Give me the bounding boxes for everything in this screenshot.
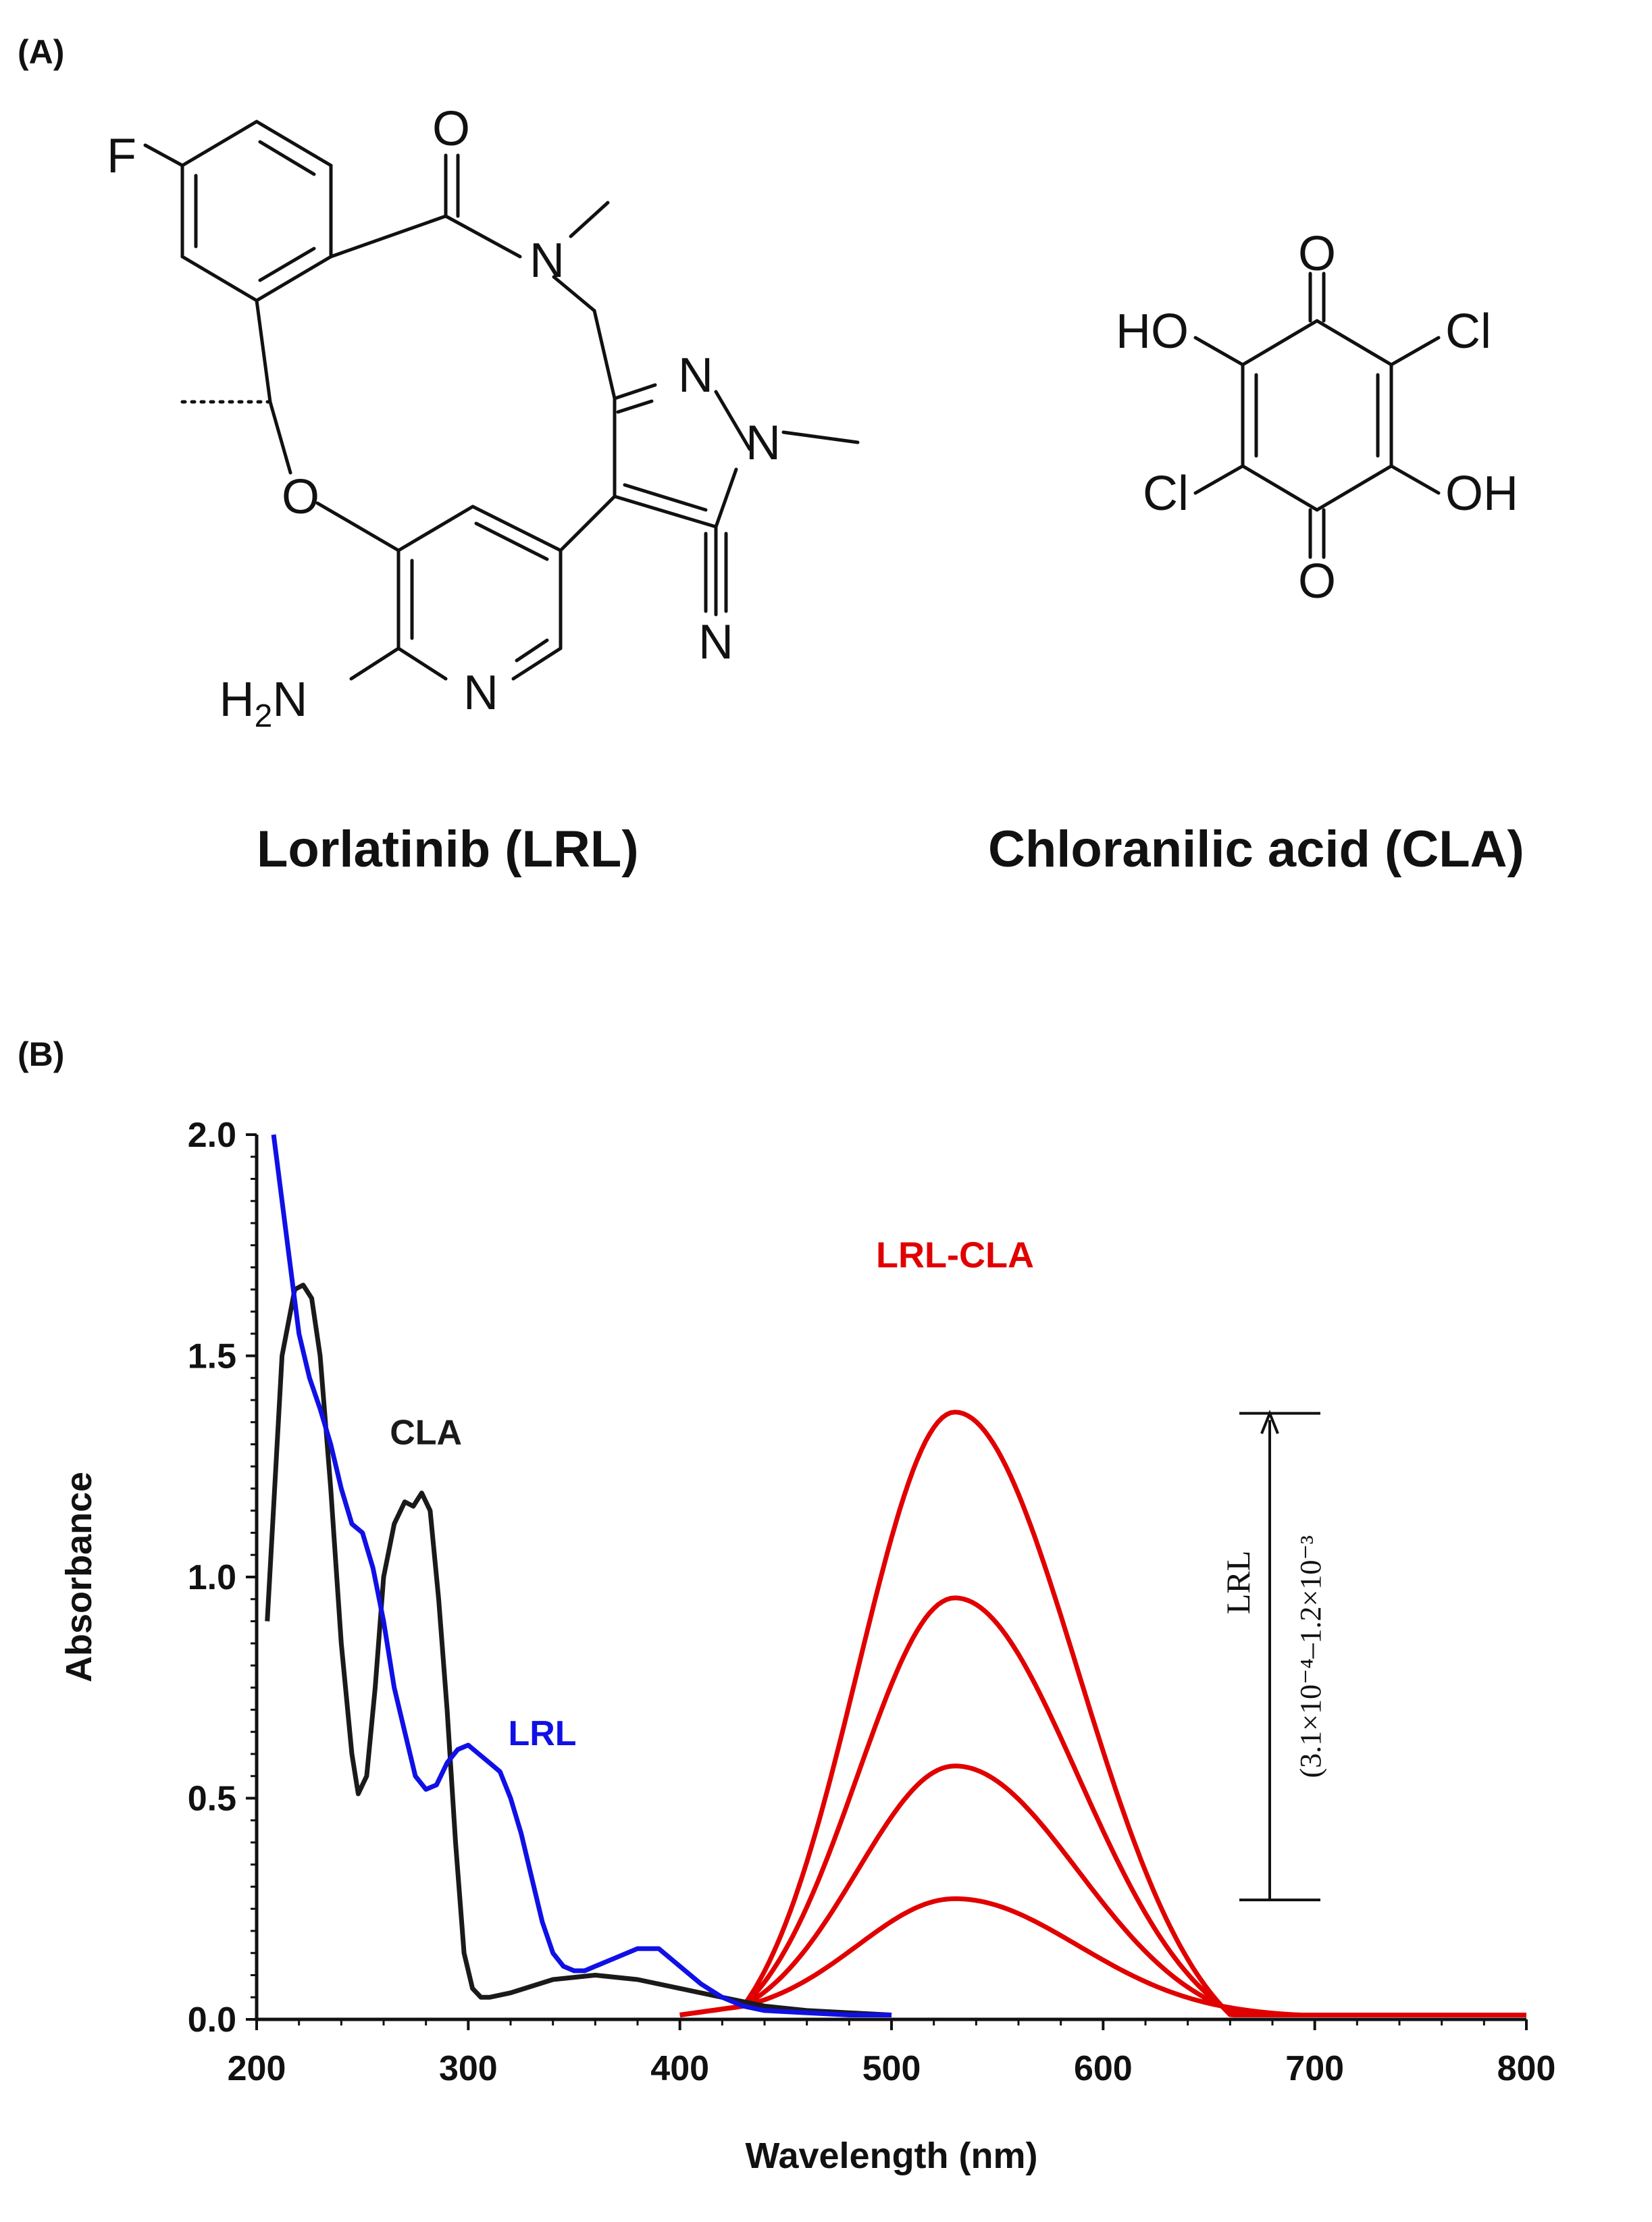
lrl-cla-curve <box>679 1410 1526 2017</box>
x-tick-label: 300 <box>439 2049 498 2088</box>
atom-n-pyrazole-2: N <box>746 416 781 470</box>
cla-ring <box>1193 272 1441 559</box>
chart-labels: CLA LRL LRL-CLA LRL (3.1×10⁻⁴–1.2×10⁻³ <box>390 1235 1327 1902</box>
y-tick-label: 2.0 <box>188 1116 236 1155</box>
panel-b-label: (B) <box>18 1035 65 1073</box>
lrl-series-label: LRL <box>508 1714 576 1753</box>
atom-n-nitrile: N <box>698 615 733 669</box>
atom-h2n: H2N <box>220 673 308 734</box>
x-axis-label: Wavelength (nm) <box>745 2136 1037 2176</box>
cla-o-bottom: O <box>1298 554 1336 609</box>
atom-f: F <box>107 129 136 183</box>
chart-series <box>265 1134 1526 2017</box>
y-tick-label: 1.0 <box>188 1558 236 1597</box>
x-tick-label: 800 <box>1497 2049 1556 2088</box>
atom-n-amide: N <box>530 234 565 288</box>
lrl-phenyl-ring <box>180 120 333 303</box>
lrl-curve <box>271 1134 892 2017</box>
atom-o-carbonyl: O <box>432 102 470 156</box>
y-tick-label: 0.0 <box>188 2000 236 2040</box>
x-tick-label: 400 <box>650 2049 709 2088</box>
lrl-pyrazole-ring <box>559 383 752 552</box>
lrl-name: Lorlatinib (LRL) <box>257 821 639 878</box>
cla-series-label: CLA <box>390 1414 462 1453</box>
cla-cl-right: Cl <box>1445 305 1491 359</box>
panel-a-label: (A) <box>18 33 65 71</box>
lrl-cla-curve <box>679 1595 1526 2017</box>
chart-axes: 200 300 400 500 600 700 800 0.0 0.5 1.0 1.5 2.0Wave… <box>59 1116 1555 2176</box>
cla-ho: HO <box>1116 305 1189 359</box>
atom-n-pyrazole-1: N <box>678 348 713 403</box>
conc-label-line1: LRL <box>1219 1551 1257 1614</box>
x-tick-label: 200 <box>228 2049 286 2088</box>
cla-cl-left: Cl <box>1143 467 1189 521</box>
cla-oh: OH <box>1445 467 1518 521</box>
x-tick-label: 500 <box>862 2049 921 2088</box>
cla-curve <box>265 1283 892 2017</box>
y-axis-label: Absorbance <box>59 1472 99 1682</box>
y-tick-label: 0.5 <box>188 1780 236 1819</box>
lrl-cla-curve <box>679 1896 1526 2017</box>
lrl-pyridine-ring <box>396 505 563 681</box>
conc-label-line2: (3.1×10⁻⁴–1.2×10⁻³ <box>1294 1535 1327 1778</box>
x-tick-label: 600 <box>1074 2049 1133 2088</box>
atom-n-pyridine: N <box>463 666 498 720</box>
chemical-structures: F O N O N N N N H2N O O HO Cl Cl OH <box>107 102 1518 734</box>
atom-o-ether: O <box>282 470 319 524</box>
cla-name: Chloranilic acid (CLA) <box>988 821 1524 878</box>
y-tick-label: 1.5 <box>188 1337 236 1376</box>
cla-o-top: O <box>1298 227 1336 281</box>
x-tick-label: 700 <box>1285 2049 1344 2088</box>
lrl-cla-series-label: LRL-CLA <box>876 1235 1034 1276</box>
absorbance-chart: 200 300 400 500 600 700 800 0.0 0.5 1.0 1.5 2.0Wave… <box>59 1116 1555 2176</box>
